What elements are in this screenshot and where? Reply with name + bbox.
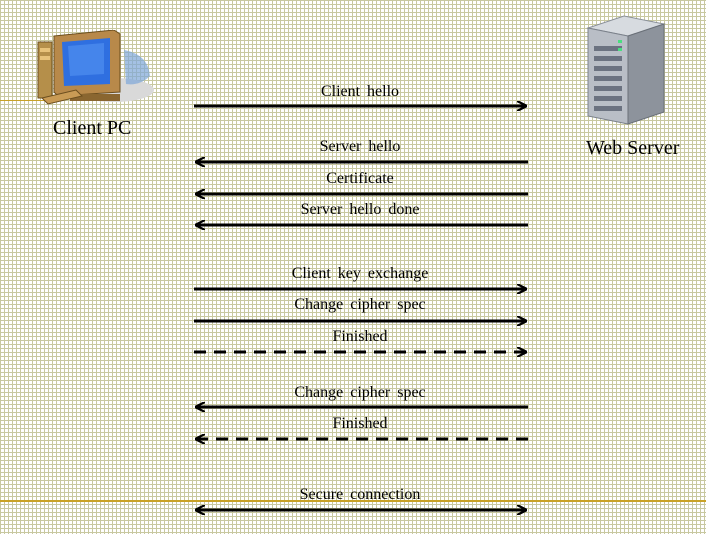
client-pc-icon	[37, 30, 154, 105]
msg-label-secure-connection: Secure connection	[299, 486, 421, 503]
msg-label-client-hello: Client hello	[320, 83, 400, 100]
msg-label-client-key-exchange: Client key exchange	[291, 265, 429, 282]
msg-label-server-hello: Server hello	[319, 138, 401, 155]
client-pc-label: Client PC	[53, 117, 132, 139]
msg-label-finished-client: Finished	[332, 328, 388, 345]
msg-label-finished-server: Finished	[332, 415, 388, 432]
msg-label-change-cipher-spec-server: Change cipher spec	[294, 384, 426, 401]
msg-label-change-cipher-spec-client: Change cipher spec	[294, 296, 426, 313]
web-server-label: Web Server	[586, 137, 680, 159]
msg-label-certificate: Certificate	[326, 170, 394, 187]
accent-line-top	[0, 100, 62, 101]
accent-line-bottom	[0, 500, 706, 502]
server-icon	[586, 15, 666, 125]
msg-label-server-hello-done: Server hello done	[300, 201, 420, 218]
